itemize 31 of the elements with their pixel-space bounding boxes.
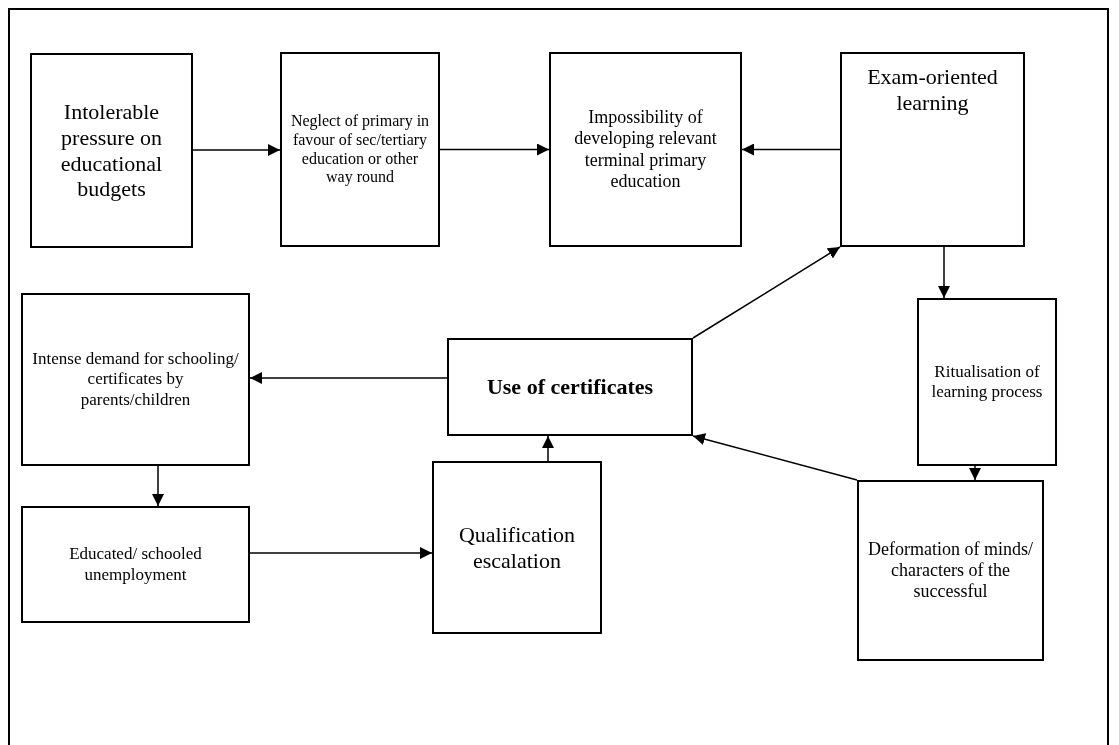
process-box [447, 338, 693, 436]
box-text: Neglect of primary in favour of sec/tertiary education or other way round [290, 111, 430, 188]
process-box [21, 506, 250, 623]
process-box [432, 461, 602, 634]
arrow [249, 372, 448, 384]
box-text: Intense demand for schooling/ certificates by parents/children [31, 349, 240, 410]
arrow [249, 547, 433, 559]
box-text: Deformation of minds/ characters of the successful [867, 538, 1034, 603]
box-text: Ritualisation of learning process [930, 361, 1044, 403]
arrow [741, 143, 841, 156]
arrow [969, 465, 981, 481]
arrow [152, 465, 164, 507]
box-text: Use of certificates [486, 374, 654, 400]
process-box [840, 52, 1025, 247]
arrow [542, 435, 554, 462]
process-box [280, 52, 440, 247]
process-box [857, 480, 1044, 661]
arrow [692, 433, 858, 481]
arrow [439, 143, 550, 156]
process-box [549, 52, 742, 247]
box-text: Exam-oriented learning [866, 64, 999, 116]
box-text: Impossibility of developing relevant terminal primary education [573, 107, 718, 192]
arrow [192, 144, 281, 156]
process-box [21, 293, 250, 466]
process-box [917, 298, 1057, 466]
process-box [30, 53, 193, 248]
box-text: Qualification escalation [457, 521, 577, 574]
arrow [692, 246, 841, 339]
box-text: Educated/ schooled unemployment [68, 544, 203, 585]
arrow [938, 246, 950, 299]
box-text: Intolerable pressure on educational budgets [59, 98, 164, 203]
